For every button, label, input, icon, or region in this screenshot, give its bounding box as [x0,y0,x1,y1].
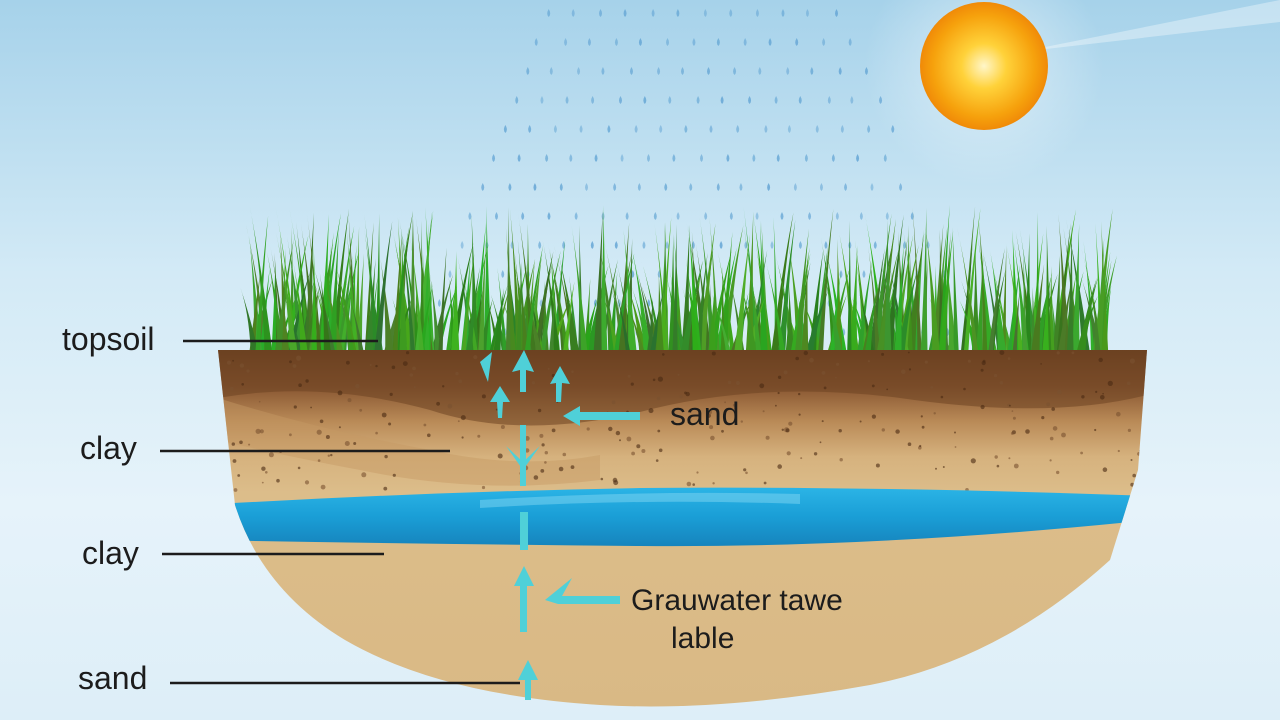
label-clay-upper: clay [80,430,137,466]
arrow-icon [550,366,570,402]
label-groundwater-table: Grauwater tawe lable [631,582,843,658]
arrow-icon [480,352,492,382]
label-clay-lower: clay [82,535,139,571]
label-sand-bottom: sand [78,660,148,696]
arrow-icon [545,578,620,604]
arrow-icon [518,660,538,700]
sun-icon [864,0,1280,186]
leader-lines [160,339,520,685]
grass-icon [240,205,1117,350]
groundwater-band [218,487,1147,547]
arrow-icon [520,512,528,550]
infiltration-arrows [480,350,640,700]
arrow-icon [563,406,640,426]
label-topsoil: topsoil [62,321,155,357]
label-groundwater-line2: lable [671,622,735,655]
label-groundwater-line1: Grauwater tawe [631,584,843,617]
arrow-icon [506,425,540,486]
soil-cross-section [218,350,1147,707]
arrow-icon [490,386,510,418]
label-sand-right: sand [670,396,740,432]
arrow-icon [512,350,534,392]
arrow-icon [514,566,534,632]
